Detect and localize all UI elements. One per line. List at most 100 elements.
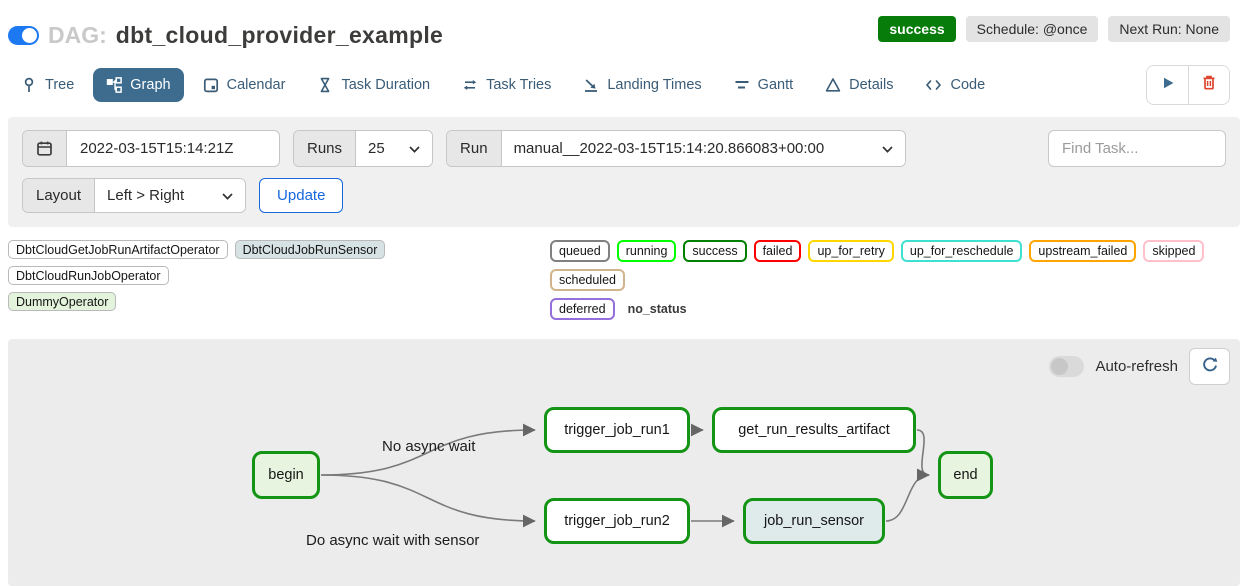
tab-landing-times[interactable]: Landing Times [570,68,714,102]
status-badge[interactable]: skipped [1143,240,1205,262]
dag-pause-toggle[interactable] [8,26,39,45]
dag-node-job_run_sensor[interactable]: job_run_sensor [743,498,885,544]
status-badge[interactable]: running [616,240,677,262]
trigger-dag-button[interactable] [1147,66,1188,104]
calendar-icon [203,77,219,93]
execution-date-input[interactable] [67,131,279,166]
layout-select[interactable]: Left > Right [95,179,246,212]
status-badge[interactable]: no_status [621,300,693,318]
toggle-knob [22,28,37,43]
graph-icon [106,77,123,93]
tab-calendar[interactable]: Calendar [190,68,299,102]
tab-label: Gantt [757,77,794,93]
auto-refresh-toggle[interactable] [1049,356,1085,377]
edge-label: No async wait [382,438,476,455]
execution-date-group [22,130,280,167]
runs-group: Runs 25 [293,130,434,167]
play-icon [1160,75,1176,96]
filter-row-2: Layout Left > Right Update [22,178,1226,213]
tree-icon [21,77,37,93]
tab-gantt[interactable]: Gantt [721,68,806,102]
dag-node-get_run_results_artifact[interactable]: get_run_results_artifact [712,407,916,453]
tab-task-tries[interactable]: Task Tries [449,68,564,102]
status-badge[interactable]: success [683,240,747,262]
tab-tree[interactable]: Tree [8,68,87,102]
tab-label: Graph [130,77,171,93]
dag-nodes: begin trigger_job_run1 get_run_results_art… [8,339,1240,586]
status-badge[interactable]: scheduled [550,269,625,291]
page-title: dbt_cloud_provider_example [115,22,444,48]
dag-node-end[interactable]: end [938,451,993,499]
filter-row-1: Runs 25 Run manual__2022-03-15T15:14:20.… [22,130,1226,167]
trash-icon [1201,74,1217,96]
tab-label: Code [950,77,986,93]
dag-status-badge: success [878,16,956,42]
dag-node-trigger_job_run2[interactable]: trigger_job_run2 [544,498,690,544]
chevron-down-icon [881,140,893,157]
status-badge[interactable]: queued [550,240,610,262]
delete-dag-button[interactable] [1188,66,1229,104]
tab-code[interactable]: Code [912,68,998,102]
refresh-button[interactable] [1189,348,1230,385]
runs-select[interactable]: 25 [356,131,433,166]
dag-actions [1146,65,1230,105]
toggle-knob [1051,358,1069,375]
schedule-badge: Schedule: @once [965,16,1099,42]
status-badge[interactable]: up_for_reschedule [900,240,1023,262]
status-badge[interactable]: failed [753,240,802,262]
status-badge[interactable]: deferred [550,298,615,320]
layout-selected-value: Left > Right [107,187,185,204]
tab-label: Details [849,77,894,93]
layout-label: Layout [23,179,96,212]
dag-edge-begin-trigger_job_run2 [320,474,536,528]
dag-node-trigger_job_run1[interactable]: trigger_job_run1 [544,407,690,453]
operator-badge[interactable]: DummyOperator [8,292,117,311]
refresh-icon [1201,355,1219,378]
run-group: Run manual__2022-03-15T15:14:20.866083+0… [446,130,906,167]
chevron-down-icon [222,187,233,204]
auto-refresh-label: Auto-refresh [1095,358,1178,375]
repeat-icon [462,77,478,93]
code-icon [925,77,942,93]
tab-label: Task Duration [341,77,431,93]
dag-edge-job_run_sensor-end [885,468,930,522]
chevron-down-icon [409,140,420,157]
landing-icon [583,77,599,93]
hourglass-icon [317,77,333,93]
update-button[interactable]: Update [259,178,344,213]
warning-triangle-icon [825,77,841,93]
tab-label: Landing Times [607,77,702,93]
tab-label: Tree [45,77,75,93]
tab-label: Calendar [226,77,286,93]
view-tabs: Tree Graph Calendar Task Duration Task T… [0,49,1248,113]
dag-prefix-label: DAG: [48,22,107,48]
header-badges: success Schedule: @once Next Run: None [878,16,1230,42]
header: DAG: dbt_cloud_provider_example success … [0,0,1248,49]
find-task-input[interactable] [1048,130,1226,167]
filter-panel: Runs 25 Run manual__2022-03-15T15:14:20.… [8,117,1240,227]
run-selected-value: manual__2022-03-15T15:14:20.866083+00:00 [513,140,825,157]
operator-badge[interactable]: DbtCloudRunJobOperator [8,266,169,285]
tab-task-duration[interactable]: Task Duration [304,68,443,102]
tab-graph[interactable]: Graph [93,68,184,102]
status-legend: queued running success failed up_for_retry up… [550,240,1238,327]
next-run-badge: Next Run: None [1108,16,1230,42]
tab-label: Task Tries [486,77,552,93]
dag-edges [320,423,930,528]
dag-graph-panel: Auto-refresh begin trigger_job_run1 get_ru… [8,339,1240,586]
layout-group: Layout Left > Right [22,178,247,213]
operator-badge[interactable]: DbtCloudGetJobRunArtifactOperator [8,240,228,259]
dag-node-begin[interactable]: begin [252,451,320,499]
auto-refresh-controls: Auto-refresh [1049,348,1230,385]
runs-label: Runs [294,131,357,166]
runs-selected-value: 25 [368,140,385,157]
operator-badge[interactable]: DbtCloudJobRunSensor [234,240,386,259]
status-badge[interactable]: up_for_retry [808,240,894,262]
calendar-input-icon[interactable] [23,131,67,166]
status-badge[interactable]: upstream_failed [1029,240,1137,262]
tab-details[interactable]: Details [812,68,906,102]
run-select[interactable]: manual__2022-03-15T15:14:20.866083+00:00 [501,131,905,166]
